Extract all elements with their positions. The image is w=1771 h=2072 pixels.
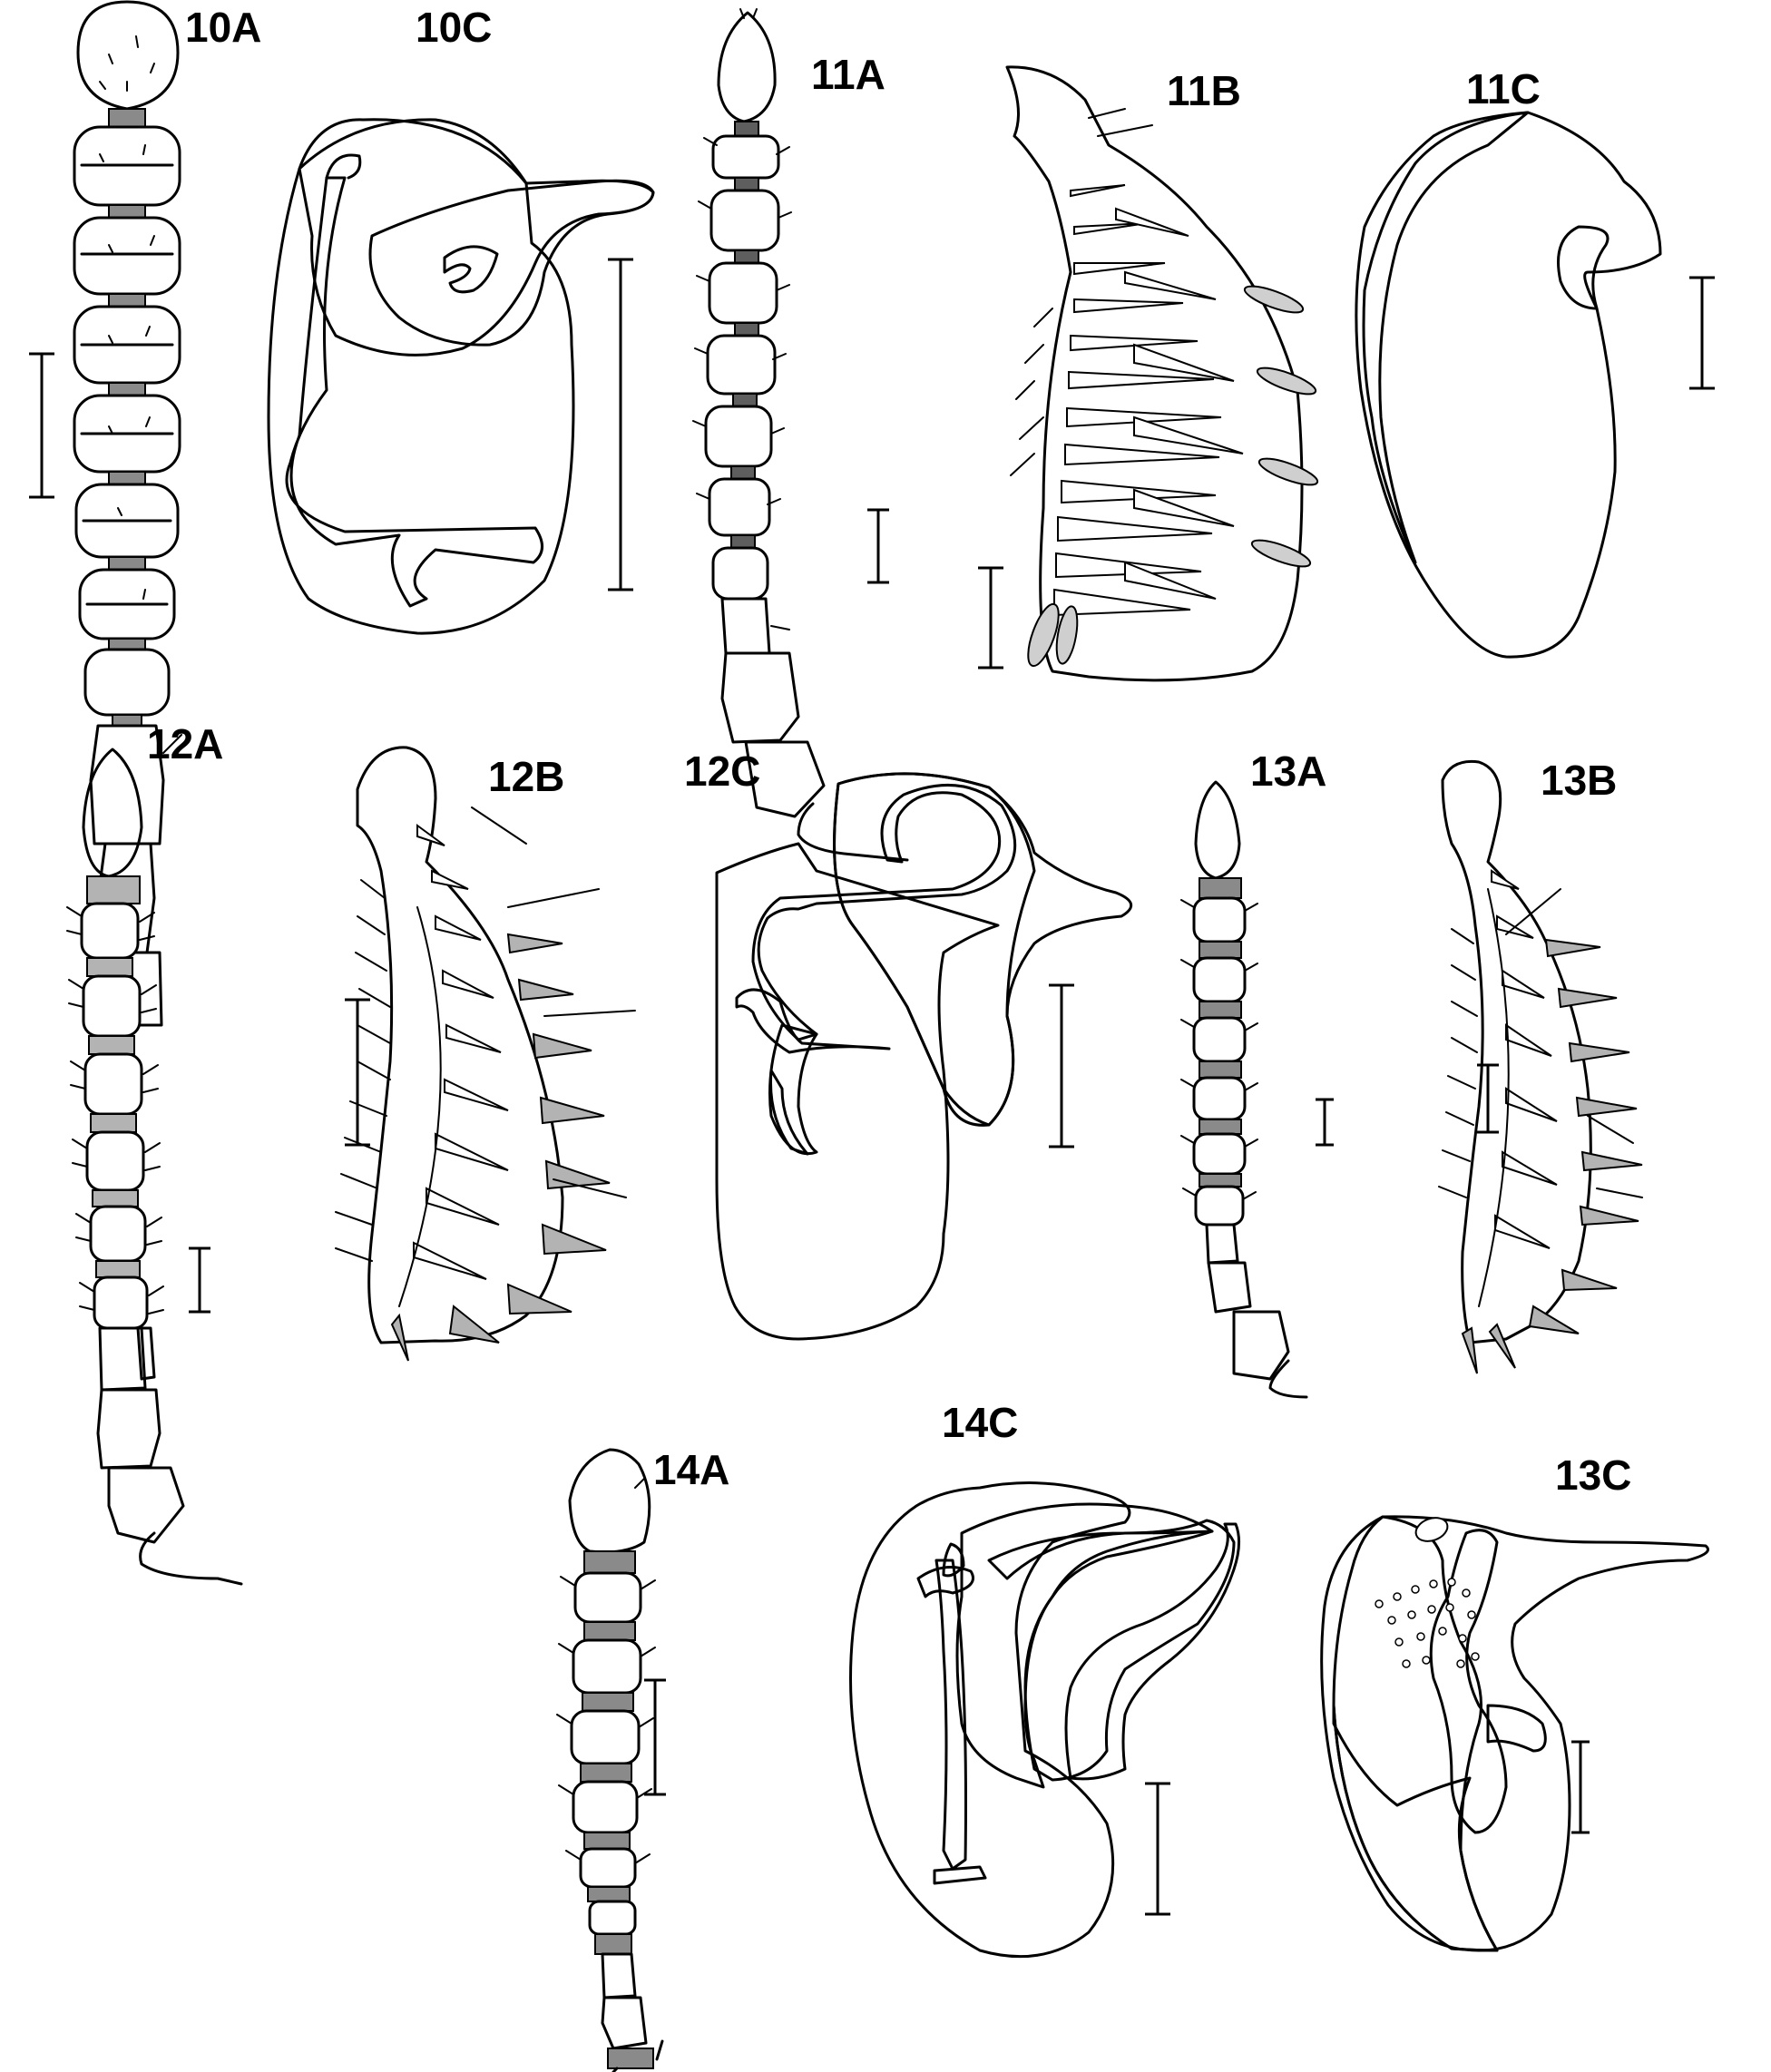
antennomere-series bbox=[73, 125, 181, 717]
label-13c: 13C bbox=[1555, 1451, 1631, 1499]
figure-10c-genitalia bbox=[267, 118, 655, 635]
setae-group bbox=[1053, 184, 1244, 617]
label-12b: 12B bbox=[488, 753, 564, 800]
figure-12c-genitalia bbox=[715, 772, 1132, 1341]
label-13b: 13B bbox=[1541, 757, 1617, 804]
label-10c: 10C bbox=[416, 4, 492, 51]
scale-bar-12b bbox=[345, 998, 370, 1147]
scale-bar-13c bbox=[1571, 1740, 1590, 1834]
figure-12b-paramere bbox=[335, 746, 636, 1362]
figure-11c-genitalia bbox=[1355, 111, 1715, 659]
figure-13b-paramere bbox=[1438, 759, 1643, 1374]
label-12c: 12C bbox=[684, 748, 760, 795]
scale-bar-13b bbox=[1477, 1063, 1499, 1134]
label-11c: 11C bbox=[1466, 65, 1541, 112]
figure-13c-genitalia bbox=[1320, 1515, 1709, 1952]
pore-dots bbox=[1375, 1578, 1480, 1668]
figure-14c-genitalia bbox=[849, 1481, 1240, 1959]
scale-bar-11b bbox=[978, 566, 1003, 669]
label-12a: 12A bbox=[147, 720, 223, 767]
scale-bar-14c bbox=[1145, 1782, 1170, 1916]
figure-14a-antenna bbox=[556, 1448, 666, 2072]
scale-bar-10c bbox=[608, 258, 633, 591]
figure-10a-antenna bbox=[29, 0, 182, 1027]
figure-13a-antenna bbox=[1180, 780, 1334, 1399]
figure-12a-antenna bbox=[66, 748, 243, 1586]
apical-opening bbox=[1414, 1517, 1449, 1542]
label-14c: 14C bbox=[942, 1399, 1018, 1446]
label-14a: 14A bbox=[653, 1446, 729, 1493]
figure-11a-antenna bbox=[692, 8, 909, 862]
label-11b: 11B bbox=[1167, 67, 1241, 114]
label-11a: 11A bbox=[811, 51, 886, 98]
label-13a: 13A bbox=[1250, 748, 1326, 795]
figure-11b-paramere bbox=[1005, 65, 1319, 682]
scale-bar-12c bbox=[1049, 983, 1074, 1148]
label-10a: 10A bbox=[185, 4, 261, 51]
